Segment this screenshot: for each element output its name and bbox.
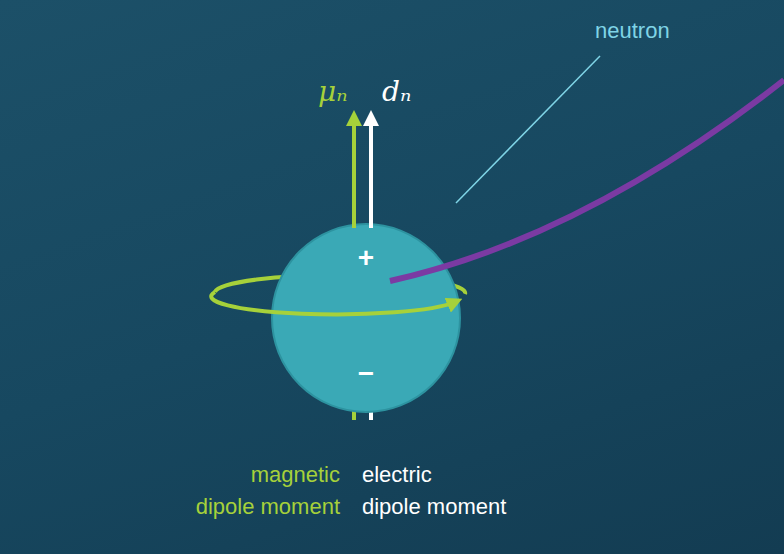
symbol-label: μₙ	[318, 76, 348, 108]
neutron-sphere	[272, 224, 460, 412]
trajectory-line	[390, 80, 784, 281]
quantity-label: dipole moment	[196, 494, 340, 519]
leader-line	[456, 56, 600, 203]
quantity-label: electric	[362, 462, 432, 487]
quantity-label: magnetic	[251, 462, 340, 487]
orbit-front	[211, 292, 455, 314]
quantity-label: dipole moment	[362, 494, 506, 519]
magnetic-moment-arrow	[352, 118, 356, 228]
charge-sign: +	[358, 244, 374, 272]
electric-moment-arrow	[369, 118, 373, 228]
symbol-label: dₙ	[382, 76, 411, 108]
charge-sign: −	[358, 360, 374, 388]
part-label: neutron	[595, 18, 670, 43]
neutron-node: +−	[272, 224, 460, 412]
